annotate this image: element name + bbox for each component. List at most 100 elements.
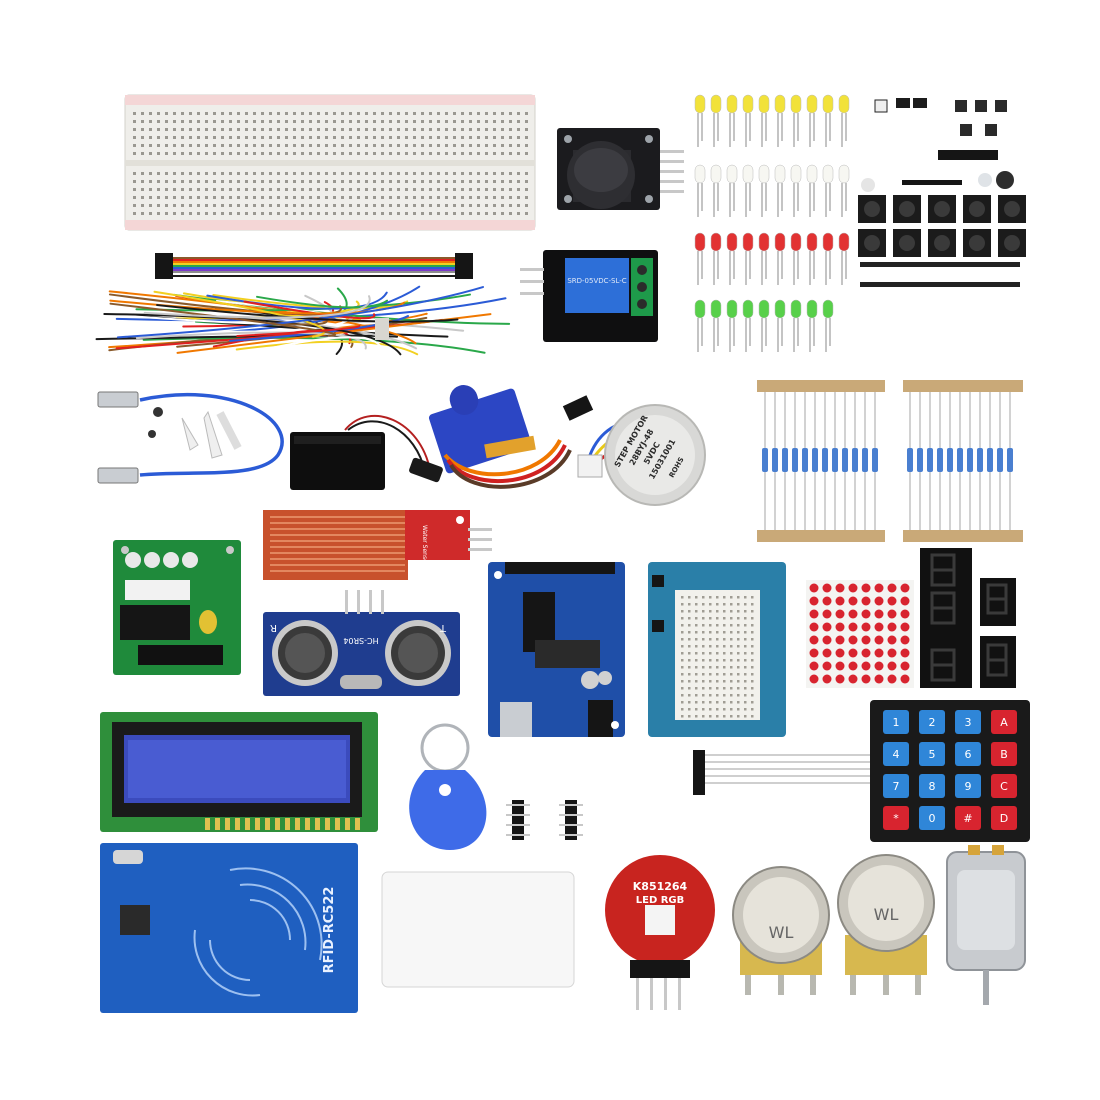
breadboard-hole (189, 152, 192, 155)
breadboard-hole (245, 172, 248, 175)
led (694, 94, 706, 114)
breadboard-hole (285, 112, 288, 115)
breadboard-hole (381, 112, 384, 115)
breadboard-hole (229, 196, 232, 199)
breadboard-hole (349, 196, 352, 199)
breadboard-hole (349, 120, 352, 123)
matrix-dot (809, 648, 819, 658)
breadboard-hole (461, 212, 464, 215)
breadboard-hole (493, 188, 496, 191)
breadboard-hole (373, 128, 376, 131)
breadboard-hole (237, 112, 240, 115)
breadboard-hole (525, 196, 528, 199)
breadboard-hole (309, 212, 312, 215)
breadboard-hole (421, 188, 424, 191)
breadboard-hole (501, 212, 504, 215)
breadboard-hole (493, 196, 496, 199)
proto-hole (709, 624, 712, 627)
breadboard-hole (397, 204, 400, 207)
breadboard-hole (189, 196, 192, 199)
jumper-wire (235, 340, 419, 356)
breadboard-hole (309, 152, 312, 155)
ribbon-connector (155, 253, 173, 279)
proto-hole (709, 701, 712, 704)
breadboard-hole (421, 144, 424, 147)
proto-hole (716, 603, 719, 606)
matrix-dot (887, 609, 897, 619)
breadboard-hole (221, 188, 224, 191)
breadboard-hole (221, 212, 224, 215)
matrix-dot (874, 648, 884, 658)
breadboard-hole (133, 196, 136, 199)
breadboard-hole (525, 212, 528, 215)
pot-brand-2: WL (874, 905, 899, 924)
proto-hole (730, 708, 733, 711)
breadboard-hole (285, 172, 288, 175)
breadboard-hole (413, 120, 416, 123)
keypad-key (955, 774, 981, 798)
breadboard-hole (437, 180, 440, 183)
breadboard-hole (213, 128, 216, 131)
proto-hole (716, 610, 719, 613)
breadboard-hole (453, 136, 456, 139)
breadboard-hole (309, 180, 312, 183)
breadboard-hole (197, 172, 200, 175)
breadboard-hole (269, 188, 272, 191)
breadboard-hole (157, 120, 160, 123)
breadboard-hole (317, 152, 320, 155)
resistor-body (822, 448, 828, 472)
breadboard-hole (245, 196, 248, 199)
breadboard-hole (365, 212, 368, 215)
breadboard-hole (157, 180, 160, 183)
proto-hole (709, 673, 712, 676)
jumper-wire (156, 304, 459, 323)
proto-hole (723, 694, 726, 697)
proto-hole (751, 659, 754, 662)
breadboard-hole (373, 180, 376, 183)
breadboard-hole (157, 172, 160, 175)
breadboard-hole (213, 196, 216, 199)
proto-hole (751, 708, 754, 711)
breadboard-hole (389, 128, 392, 131)
proto-hole (744, 666, 747, 669)
proto-hole (681, 645, 684, 648)
breadboard-hole (349, 204, 352, 207)
led (774, 94, 786, 114)
breadboard-hole (205, 180, 208, 183)
proto-hole (688, 680, 691, 683)
breadboard-hole (269, 180, 272, 183)
pin-headers (506, 800, 583, 840)
breadboard-hole (301, 152, 304, 155)
breadboard-hole (485, 172, 488, 175)
proto-hole (702, 673, 705, 676)
led (822, 164, 834, 184)
keypad-key (991, 806, 1017, 830)
breadboard-hole (477, 120, 480, 123)
led (774, 299, 786, 319)
breadboard-hole (149, 136, 152, 139)
breadboard-hole (501, 152, 504, 155)
potentiometers: WL WL (732, 854, 935, 995)
matrix-dot (861, 609, 871, 619)
matrix-dot (822, 648, 832, 658)
breadboard-hole (133, 188, 136, 191)
breadboard-hole (293, 144, 296, 147)
breadboard-hole (293, 120, 296, 123)
lcd-pin (285, 818, 290, 830)
proto-hole (730, 701, 733, 704)
breadboard-hole (349, 128, 352, 131)
breadboard-hole (429, 196, 432, 199)
usb-cable (97, 391, 284, 484)
proto-hole (681, 638, 684, 641)
breadboard-hole (461, 112, 464, 115)
breadboard-hole (501, 196, 504, 199)
resistor-body (832, 448, 838, 472)
led (822, 94, 834, 114)
matrix-dot (809, 596, 819, 606)
breadboard-hole (149, 180, 152, 183)
jumper-wire (116, 286, 484, 339)
proto-hole (737, 645, 740, 648)
breadboard-hole (221, 136, 224, 139)
breadboard-hole (237, 212, 240, 215)
breadboard-hole (477, 212, 480, 215)
